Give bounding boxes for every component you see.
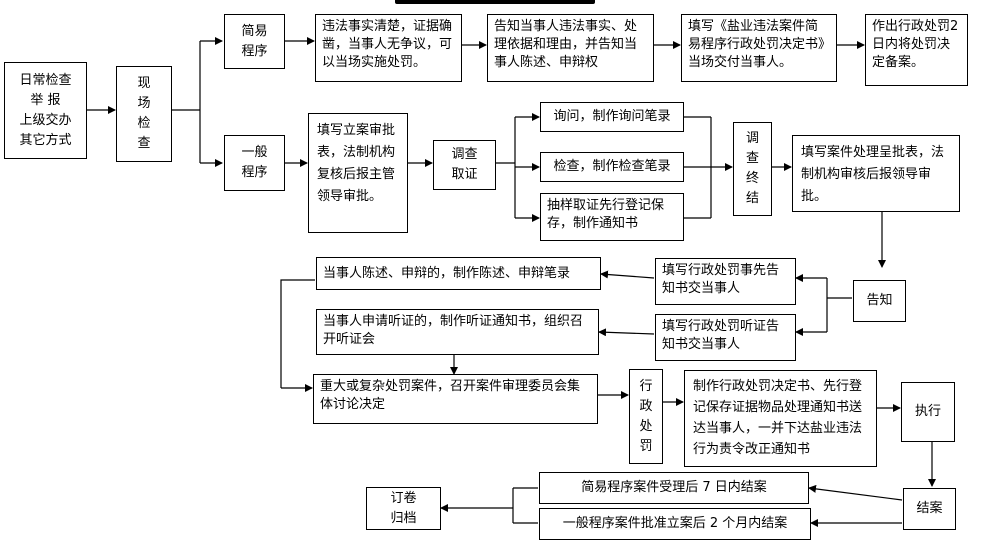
node-general-procedure: 一般 程序	[224, 135, 285, 191]
connector-archive	[512, 487, 538, 524]
connector-notify	[826, 278, 852, 332]
node-execute: 执行	[901, 382, 955, 442]
node-statement-record: 当事人陈述、申辩的，制作陈述、申辩笔录	[316, 257, 601, 290]
arrow-notice-b-hearing	[598, 328, 655, 337]
node-case-approval: 填写案件处理呈批表，法制机构审核后报领导审批。	[792, 135, 960, 212]
node-close-simple: 简易程序案件受理后 7 日内结案	[539, 472, 809, 504]
node-register-approval: 填写立案审批表，法制机构复核后报主管领导审批。	[308, 113, 408, 233]
node-simple-step-1: 违法事实清楚，证据确凿，当事人无争议，可以当场实施处罚。	[315, 14, 462, 82]
node-simple-procedure: 简易 程序	[224, 14, 285, 69]
node-onsite-inspection: 现 场 检 查	[116, 66, 172, 162]
node-sampling: 抽样取证先行登记保存，制作通知书	[540, 193, 684, 241]
node-penalty-decision: 制作行政处罚决定书、先行登记保存证据物品处理通知书送达当事人，一并下达盐业违法行…	[684, 370, 877, 467]
node-review-committee: 重大或复杂处罚案件，召开案件审理委员会集体讨论决定	[313, 374, 598, 424]
node-case-close: 结案	[903, 488, 956, 530]
arrow-close-simple	[808, 484, 903, 501]
node-simple-step-4: 作出行政处罚2日内将处罚决定备案。	[865, 14, 968, 86]
node-simple-step-2: 告知当事人违法事实、处理依据和理由，并告知当事人陈述、申辩权	[487, 14, 654, 82]
node-investigation-end: 调 查 终 结	[733, 122, 772, 216]
node-source: 日常检查 举 报 上级交办 其它方式	[4, 62, 87, 159]
node-prior-notice: 填写行政处罚事先告知书交当事人	[655, 258, 796, 305]
connector-investigate-split	[496, 117, 516, 218]
arrow-notice-a-statement	[600, 270, 655, 279]
node-hearing-meeting: 当事人申请听证的，制作听证通知书，组织召开听证会	[316, 309, 599, 355]
node-inquiry: 询问，制作询问笔录	[540, 102, 684, 132]
node-notify: 告知	[853, 280, 906, 322]
node-archive: 订卷 归档	[366, 487, 441, 530]
node-examine: 检查，制作检查笔录	[540, 152, 684, 182]
node-investigate: 调查 取证	[433, 140, 496, 190]
node-administrative-penalty: 行 政 处 罚	[629, 369, 663, 464]
node-hearing-notice: 填写行政处罚听证告知书交当事人	[655, 314, 796, 361]
connector-inspect-split	[172, 41, 201, 163]
node-close-general: 一般程序案件批准立案后 2 个月内结案	[539, 508, 811, 540]
node-simple-step-3: 填写《盐业违法案件简易程序行政处罚决定书》当场交付当事人。	[681, 14, 837, 82]
connector-statement-loop	[280, 279, 315, 388]
cropped-title-fragment	[395, 0, 595, 4]
